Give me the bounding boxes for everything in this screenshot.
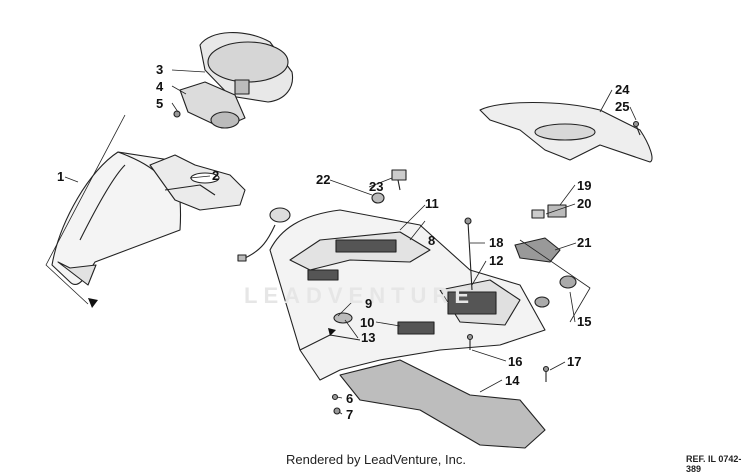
callout-5: 5 bbox=[156, 96, 164, 111]
callout-22: 22 bbox=[316, 172, 331, 187]
part-17-screw bbox=[542, 365, 550, 382]
part-16-screw bbox=[466, 333, 474, 350]
part-18-bolt bbox=[464, 217, 473, 291]
arrow-markers bbox=[88, 298, 336, 336]
callout-7: 7 bbox=[346, 407, 354, 422]
part-6-screw bbox=[331, 393, 339, 401]
callout-18: 18 bbox=[489, 235, 504, 250]
callout-24: 24 bbox=[615, 82, 630, 97]
callout-12: 12 bbox=[489, 253, 504, 268]
bracket-lines bbox=[45, 114, 591, 323]
callout-16: 16 bbox=[508, 354, 523, 369]
callout-6: 6 bbox=[346, 391, 354, 406]
main-dash-panel bbox=[269, 209, 546, 381]
part-4-gauge bbox=[179, 81, 246, 129]
callout-15: 15 bbox=[577, 314, 592, 329]
callout-21: 21 bbox=[577, 235, 592, 250]
callout-13: 13 bbox=[361, 330, 376, 345]
callout-10: 10 bbox=[360, 315, 375, 330]
callout-8: 8 bbox=[428, 233, 436, 248]
part-19-switch bbox=[547, 204, 567, 218]
watermark: LEADVENTURE bbox=[244, 283, 476, 308]
callout-3: 3 bbox=[156, 62, 164, 77]
callout-17: 17 bbox=[567, 354, 582, 369]
part-5-screw bbox=[173, 110, 181, 118]
callout-2: 2 bbox=[212, 168, 220, 183]
callout-23: 23 bbox=[369, 179, 384, 194]
part-25-screw bbox=[632, 120, 641, 136]
callout-1: 1 bbox=[57, 169, 65, 184]
part-20-switch-cap bbox=[531, 209, 545, 219]
part-2-bracket bbox=[149, 154, 246, 211]
callout-4: 4 bbox=[156, 79, 164, 94]
part-23-knob bbox=[371, 169, 407, 204]
part-3-gauge-housing bbox=[199, 32, 294, 103]
part-15-connector bbox=[534, 275, 577, 308]
footer-ref: REF. IL 0742-389 bbox=[686, 454, 742, 474]
part-22-harness bbox=[237, 207, 291, 262]
callout-20: 20 bbox=[577, 196, 592, 211]
callout-19: 19 bbox=[577, 178, 592, 193]
part-14-trim bbox=[339, 359, 546, 449]
leader-lines bbox=[64, 69, 637, 415]
callout-25: 25 bbox=[615, 99, 630, 114]
callout-14: 14 bbox=[505, 373, 520, 388]
part-24-cover bbox=[479, 101, 653, 163]
footer-credit: Rendered by LeadVenture, Inc. bbox=[286, 452, 466, 467]
callout-11: 11 bbox=[425, 196, 439, 211]
callout-9: 9 bbox=[365, 296, 373, 311]
part-7-nut bbox=[333, 407, 341, 415]
